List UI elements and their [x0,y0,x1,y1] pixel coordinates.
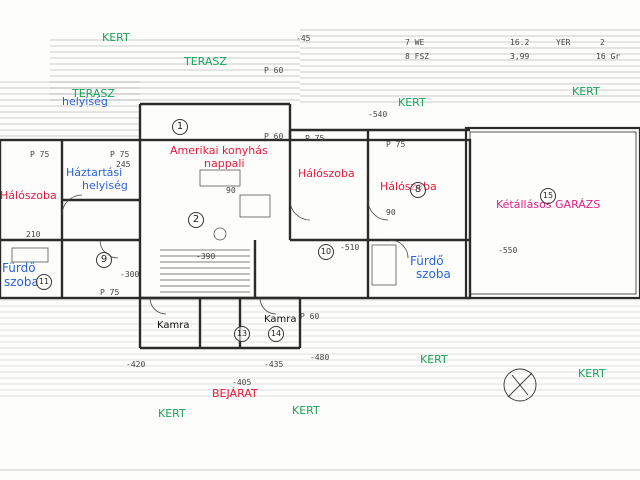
dim-p75-b: P 75 [110,150,130,159]
dim-162: 16.2 [510,38,530,47]
dim-210: 210 [26,230,41,239]
label-haloszoba-right: Hálószoba [380,180,437,193]
garage-walls [464,126,640,300]
compass-symbol [503,368,537,402]
dim-399: 3,99 [510,52,530,61]
dim-8fsz: 8 FSZ [405,52,430,61]
label-furdo-right: Fürdő [410,254,444,268]
dim-p60-a: P 60 [264,66,284,75]
dim-p75-c: P 75 [305,134,325,143]
dim-minus435: -435 [264,360,284,369]
dim-minus540: -540 [368,110,388,119]
dim-p75-d: P 75 [386,140,406,149]
hatched-terrace [0,29,640,137]
label-furdo-right-szoba: szoba [416,267,451,281]
label-haztartasi: Háztartási [66,166,123,179]
label-bejarat: BEJÁRAT [212,387,258,400]
label-furdo-left-szoba: szoba [4,275,39,289]
label-amerikai-konyhas: Amerikai konyhás [170,144,268,157]
label-terasz-top: TERASZ [184,55,227,68]
label-nappali: nappali [204,157,245,170]
room-number-11: 11 [36,274,52,290]
dim-minus480: -480 [310,353,330,362]
dim-16gr: 16 Gr [596,52,621,61]
label-furdo-left: Fürdő [2,261,36,275]
dim-minus550: -550 [498,246,518,255]
label-kert-bottom-left: KERT [158,407,186,420]
label-kert-top-right: KERT [572,85,600,98]
room-number-1: 1 [172,119,188,135]
dim-p60-b: P 60 [264,132,284,141]
room-number-14: 14 [268,326,284,342]
dim-7we: 7 WE [405,38,425,47]
room-number-15: 15 [540,188,556,204]
label-haloszoba-mid: Hálószoba [298,167,355,180]
room-number-13: 13 [234,326,250,342]
stairs [160,249,250,293]
room-number-8: 8 [410,182,426,198]
label-kert-top-left: KERT [102,31,130,44]
dim-2: 2 [600,38,605,47]
dim-90-a: 90 [226,186,236,195]
label-haloszoba-left: Hálószoba [0,189,57,202]
hatched-garden-bottom [0,299,640,397]
label-kert-bottom-mid: KERT [420,353,448,366]
label-terasz-left: TERASZ [72,87,115,100]
dim-minus510: -510 [340,243,360,252]
label-kert-bottom-right: KERT [578,367,606,380]
dim-minus45: -45 [296,34,311,43]
dim-245: 245 [116,160,131,169]
label-garazs: Kétállásos GARÁZS [496,198,601,211]
dim-minus405: -405 [232,378,252,387]
dim-yer: YER [556,38,571,47]
room-number-2: 2 [188,212,204,228]
dim-minus390: -390 [196,252,216,261]
dim-90-b: 90 [386,208,396,217]
dim-minus300: -300 [120,270,140,279]
label-kert-bottom-center: KERT [292,404,320,417]
dim-p75-e: P 75 [100,288,120,297]
label-kamra-right: Kamra [264,314,297,325]
room-number-9: 9 [96,252,112,268]
label-haztartasi-helyiseg: helyiség [82,179,128,192]
room-number-10: 10 [318,244,334,260]
dim-minus420: -420 [126,360,146,369]
label-kert-top-mid: KERT [398,96,426,109]
dim-p60-c: P 60 [300,312,320,321]
dim-p75-a: P 75 [30,150,50,159]
door-swings [61,194,409,315]
label-helyiseg-top: helyiség [62,95,108,108]
label-kamra-left: Kamra [157,320,190,331]
fixtures [11,169,397,286]
